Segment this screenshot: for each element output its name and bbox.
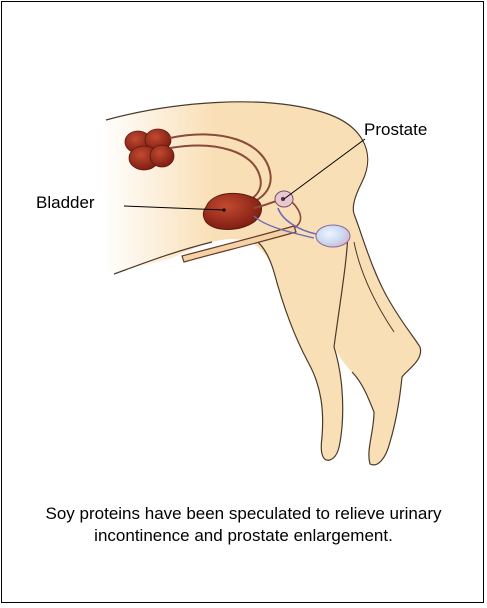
figure-caption: Soy proteins have been speculated to rel… (20, 503, 467, 547)
bladder-label: Bladder (36, 193, 95, 213)
kidneys (125, 129, 174, 170)
testis-organ (316, 225, 350, 247)
prostate-label: Prostate (364, 120, 427, 140)
